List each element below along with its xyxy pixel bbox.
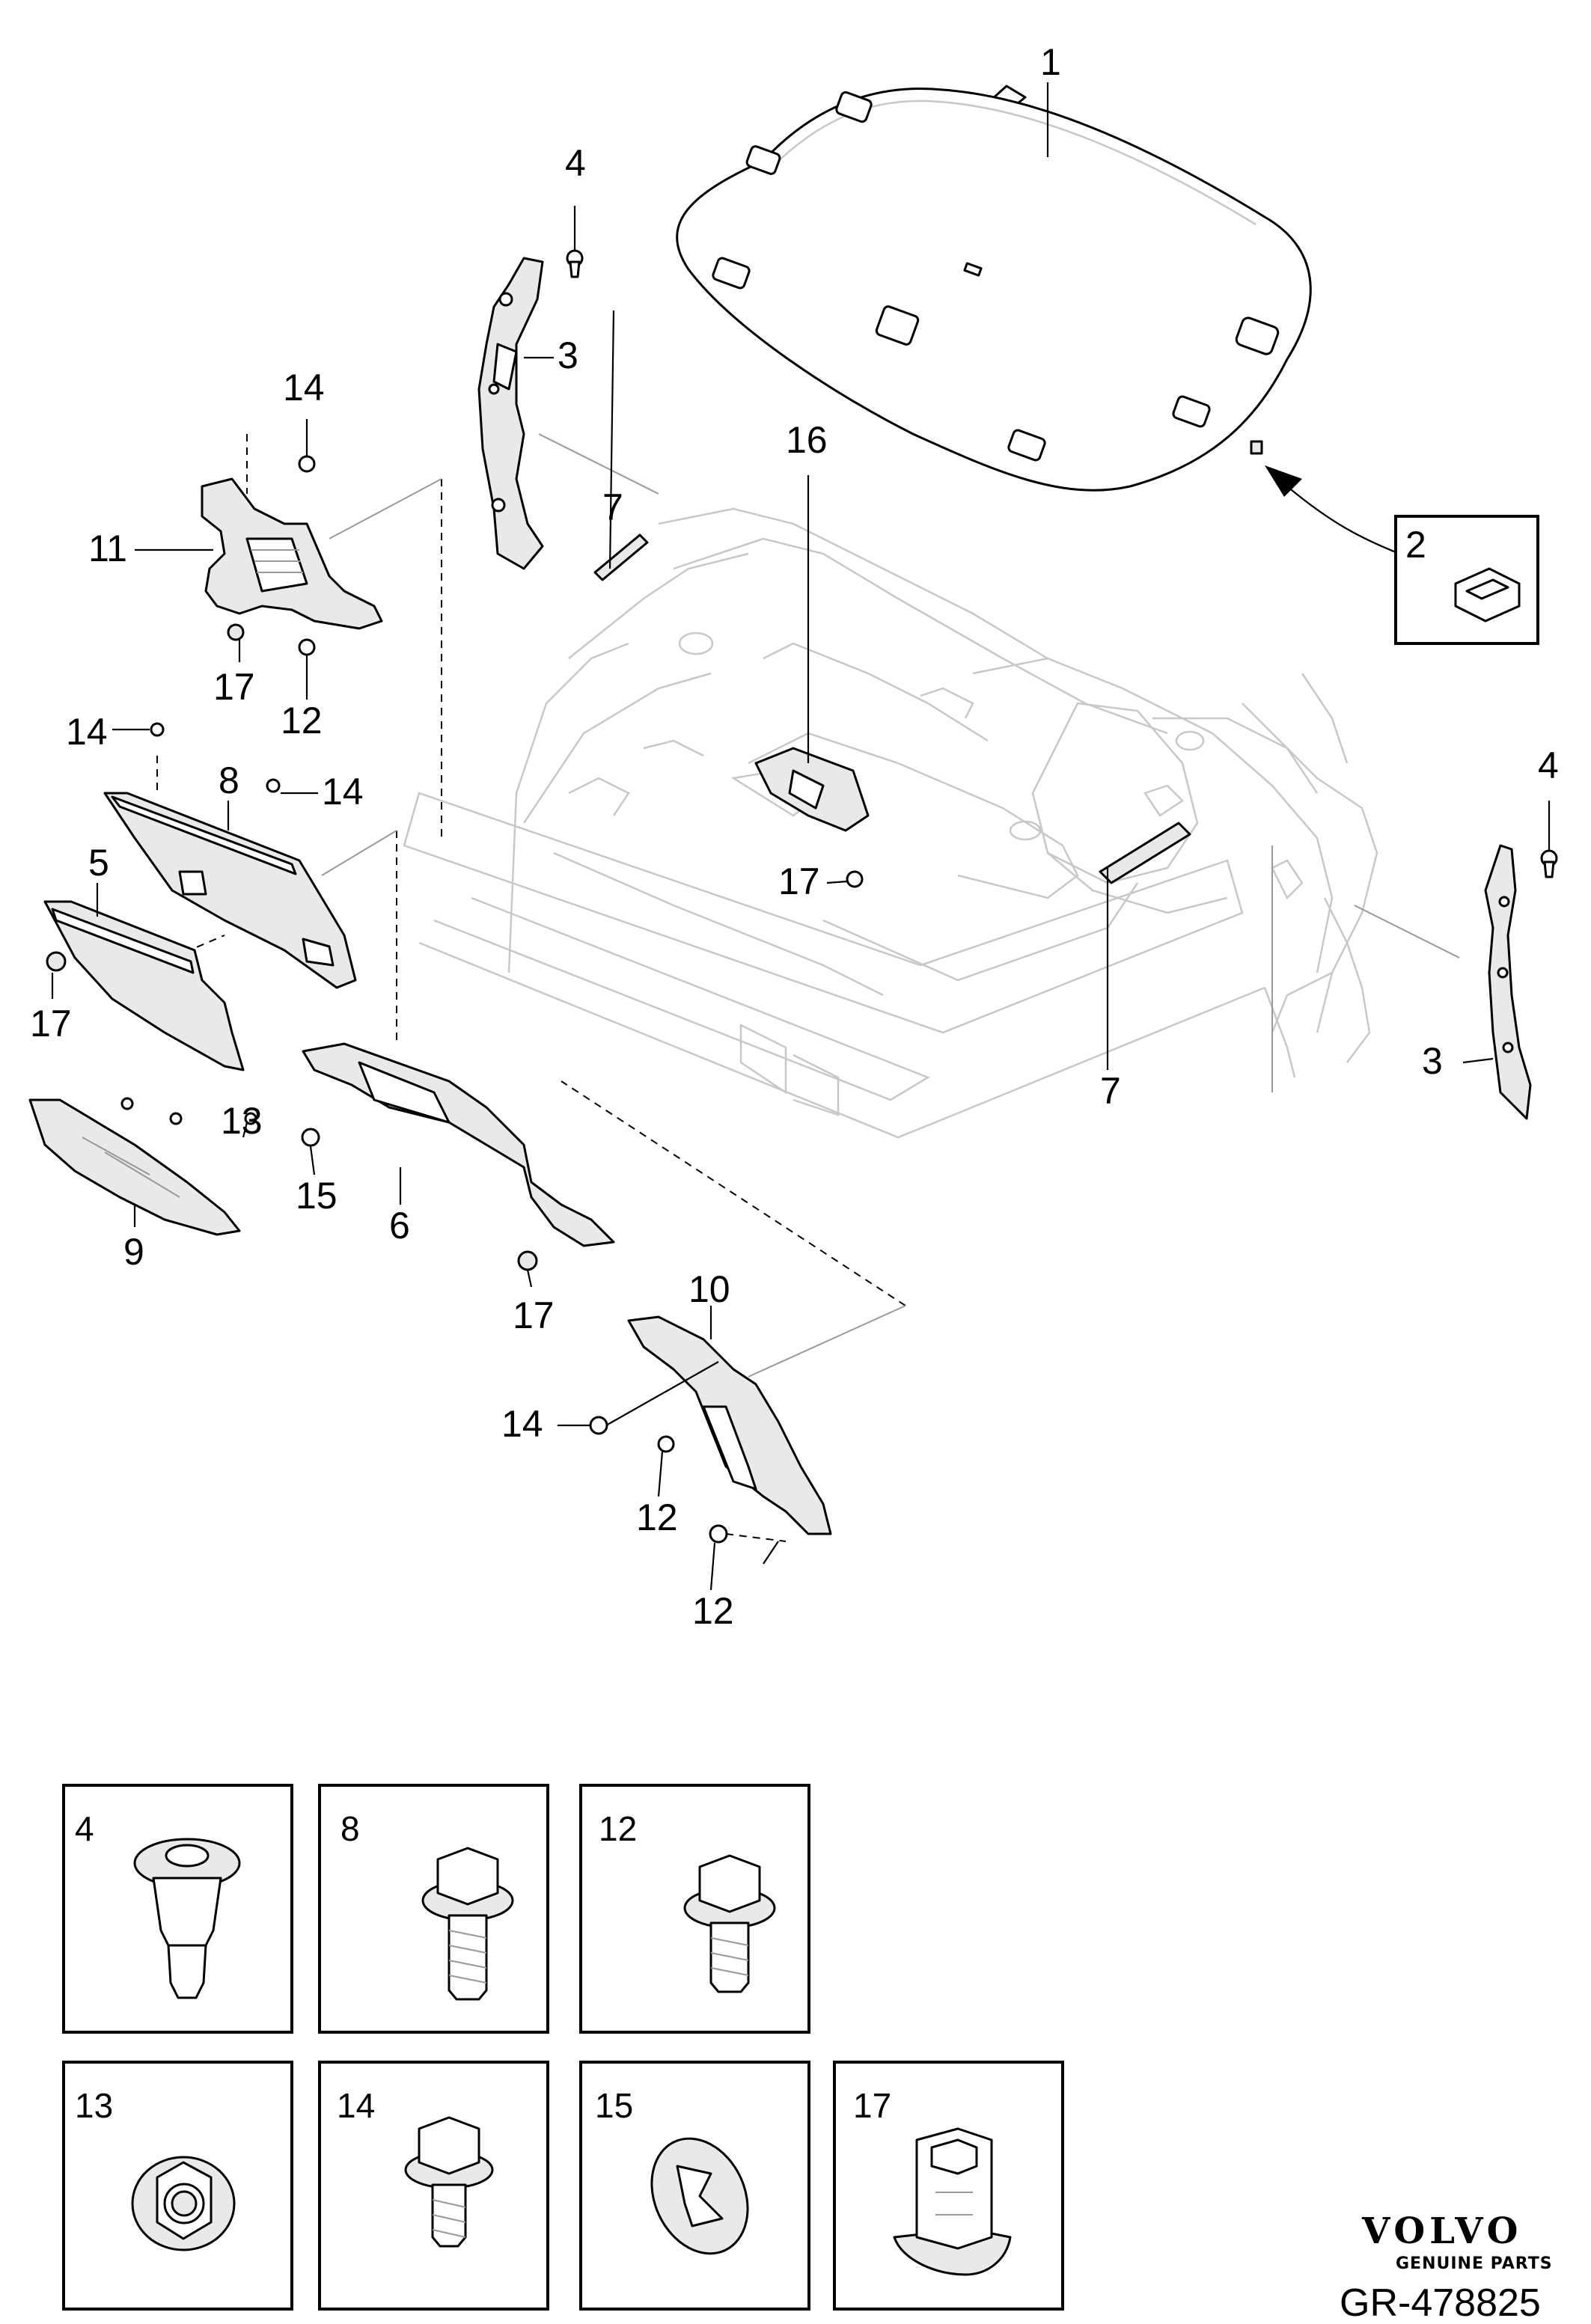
detail-box-15-label: 15 — [595, 2086, 633, 2125]
callout-6: 6 — [389, 1205, 410, 1247]
rivet-part-4-right — [1540, 849, 1558, 878]
callout-15: 15 — [296, 1175, 338, 1217]
callout-17-lower: 17 — [513, 1294, 555, 1336]
detail-box-17-label: 17 — [853, 2086, 891, 2125]
callout-8: 8 — [219, 759, 239, 801]
bracket-part-16 — [754, 747, 870, 832]
callout-1: 1 — [1040, 41, 1061, 83]
arrow-to-clip — [1286, 486, 1400, 555]
flange-bolt-icon — [683, 1854, 776, 1993]
callout-14-lower: 14 — [501, 1403, 543, 1445]
fender-bracket-part-3-left — [477, 257, 544, 570]
callout-7-right: 7 — [1100, 1070, 1121, 1112]
short-bolt-icon — [404, 2116, 494, 2248]
long-bolt-icon — [421, 1847, 514, 2001]
callout-10: 10 — [688, 1268, 730, 1310]
fasteners-small — [46, 455, 864, 1544]
snap-nut-icon — [893, 2127, 1012, 2276]
callout-4-right: 4 — [1538, 744, 1559, 786]
detail-box-4: 4 — [62, 1784, 293, 2034]
callout-5: 5 — [88, 842, 109, 884]
flange-nut-icon — [131, 2156, 236, 2251]
callout-9: 9 — [123, 1231, 144, 1273]
duct-part-6 — [302, 1042, 615, 1247]
deflector-part-8 — [103, 792, 357, 989]
detail-box-12-label: 12 — [599, 1809, 637, 1848]
callout-17-left: 17 — [30, 1003, 72, 1045]
callout-12-mid: 12 — [636, 1496, 678, 1538]
detail-box-13: 13 — [62, 2061, 293, 2311]
callout-4-left: 4 — [565, 142, 586, 184]
callout-3-left: 3 — [558, 334, 578, 376]
leader-lines — [51, 82, 1551, 1591]
brand-tagline: GENUINE PARTS — [1396, 2254, 1553, 2273]
bracket-part-10 — [627, 1315, 832, 1535]
callout-14-mid: 14 — [322, 771, 364, 813]
callout-3-right: 3 — [1422, 1040, 1443, 1082]
seal-strip-part-7-left — [593, 533, 649, 581]
deflector-part-5 — [43, 900, 245, 1071]
callout-2: 2 — [1405, 524, 1426, 566]
clip-small-on-pad — [1250, 440, 1263, 455]
callout-labels: 1 2 3 3 4 4 5 6 7 7 8 9 10 11 12 12 12 1… — [30, 41, 1559, 1632]
detail-box-12: 12 — [579, 1784, 810, 2034]
detail-2-clip-frame — [1394, 515, 1539, 645]
hood-insulator-part-1 — [676, 85, 1312, 492]
callout-12-lower: 12 — [692, 1590, 734, 1632]
bracket-part-9 — [28, 1098, 241, 1236]
bracket-part-11 — [201, 477, 383, 630]
callout-11: 11 — [88, 528, 127, 569]
fender-bracket-part-3-right — [1484, 844, 1532, 1120]
detail-box-14: 14 — [318, 2061, 549, 2311]
arrow-head — [1265, 465, 1302, 497]
callout-16: 16 — [786, 419, 828, 461]
callout-14-left: 14 — [66, 711, 108, 753]
brand-block: VOLVO GENUINE PARTS GR-478825 — [1340, 2210, 1553, 2324]
detail-box-8-label: 8 — [341, 1809, 360, 1848]
callout-12-upper: 12 — [281, 700, 323, 741]
brand-name: VOLVO — [1361, 2210, 1522, 2252]
detail-box-13-label: 13 — [75, 2086, 113, 2125]
detail-box-15: 15 — [579, 2061, 810, 2311]
callout-14-top: 14 — [283, 367, 325, 409]
callout-7-left: 7 — [602, 486, 623, 528]
detail-box-14-label: 14 — [337, 2086, 375, 2125]
detail-box-17: 17 — [833, 2061, 1064, 2311]
vehicle-front-structure-ghost — [403, 507, 1378, 1139]
detail-box-4-label: 4 — [75, 1809, 94, 1848]
push-rivet-icon — [133, 1838, 241, 1999]
callout-17-upper: 17 — [213, 666, 255, 708]
callout-13: 13 — [221, 1100, 263, 1142]
detail-box-8: 8 — [318, 1784, 549, 2034]
callout-17-center: 17 — [778, 860, 820, 902]
rivet-part-4-left — [566, 249, 584, 278]
diagram-code: GR-478825 — [1340, 2281, 1541, 2324]
disc-clip-icon — [650, 2137, 749, 2255]
